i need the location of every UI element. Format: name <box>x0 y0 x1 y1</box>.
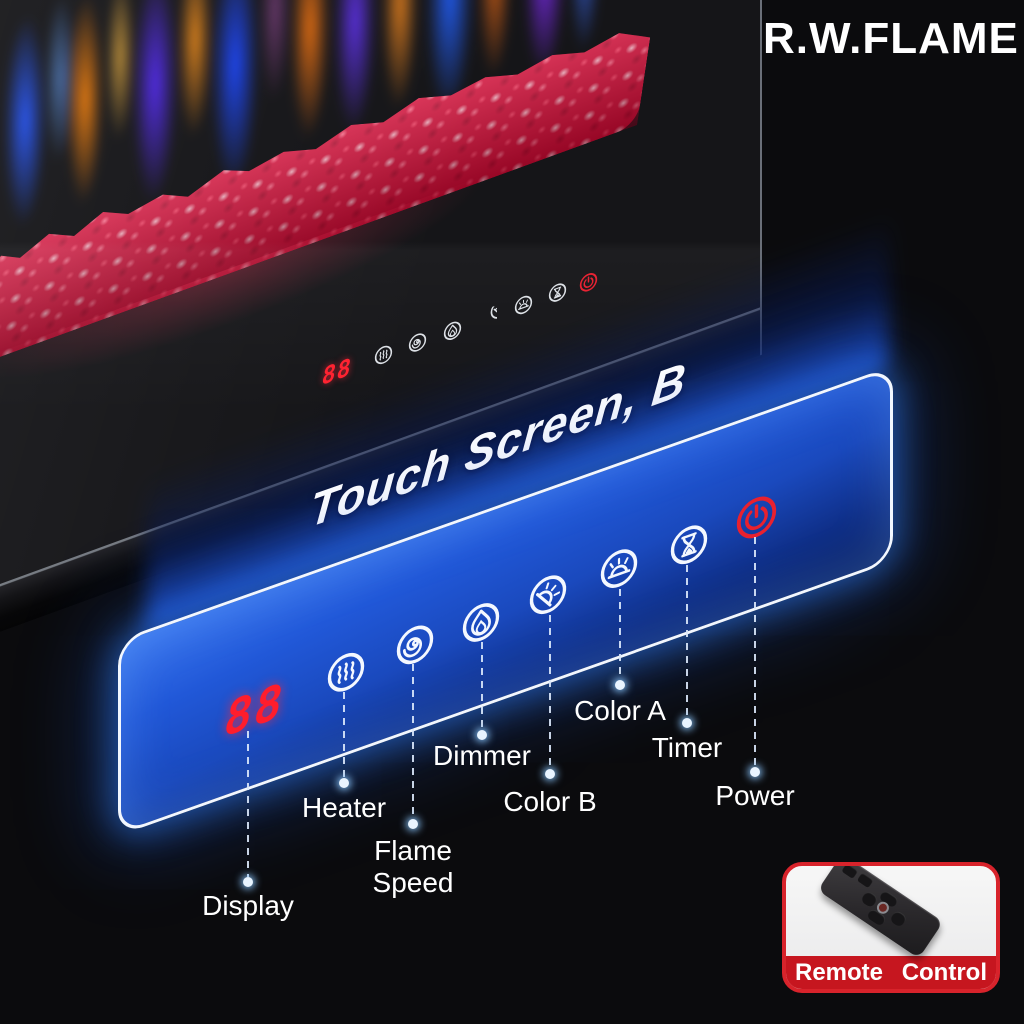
callout-dot <box>545 769 555 779</box>
remote-button <box>856 872 874 889</box>
remote-caption-band: Remote Control <box>786 956 996 989</box>
color-b-icon <box>528 568 568 622</box>
callout-dot <box>477 730 487 740</box>
power-icon <box>735 488 778 546</box>
timer-icon <box>669 518 709 572</box>
heater-icon <box>326 645 366 699</box>
display-readout: 88 <box>219 670 290 749</box>
callout-dot <box>682 718 692 728</box>
mini-flame-speed-icon <box>408 330 427 356</box>
callout-label: Timer <box>651 732 723 763</box>
callout-line <box>754 537 756 767</box>
mini-color-b-icon <box>478 305 497 331</box>
remote-button <box>841 866 859 880</box>
remote-control-inset: Remote Control <box>782 862 1000 993</box>
callout-label: Heater <box>301 792 387 823</box>
callout-dot <box>408 819 418 829</box>
callout-line <box>686 565 688 718</box>
mini-color-a-icon <box>514 292 533 318</box>
callout-label: Color B <box>503 786 597 817</box>
mini-heater-icon <box>374 342 393 368</box>
mini-dimmer-icon <box>443 318 462 344</box>
callout-label: Power <box>715 780 795 811</box>
callout-line <box>343 692 345 778</box>
callout-label: Dimmer <box>433 740 531 771</box>
callout-line <box>549 615 551 769</box>
callout-dot <box>615 680 625 690</box>
callout-line <box>481 642 483 730</box>
flame-speed-icon <box>395 618 435 672</box>
callout-label: Color A <box>574 695 666 726</box>
remote-body <box>817 866 944 959</box>
brand-logo: R.W.FLAME <box>763 14 1019 63</box>
remote-photo <box>786 866 996 959</box>
mini-display-readout: 88 <box>319 353 354 392</box>
callout-label: Display <box>202 890 294 921</box>
remote-button-right <box>888 909 908 929</box>
callout-label: Flame Speed <box>372 835 454 898</box>
callout-line <box>247 731 249 877</box>
color-a-icon <box>599 542 639 596</box>
callout-dot <box>339 778 349 788</box>
callout-dot <box>750 767 760 777</box>
mini-timer-icon <box>548 280 567 306</box>
callout-line <box>619 589 621 680</box>
mini-power-icon <box>579 269 598 295</box>
callout-dot <box>243 877 253 887</box>
callout-line <box>412 664 414 819</box>
